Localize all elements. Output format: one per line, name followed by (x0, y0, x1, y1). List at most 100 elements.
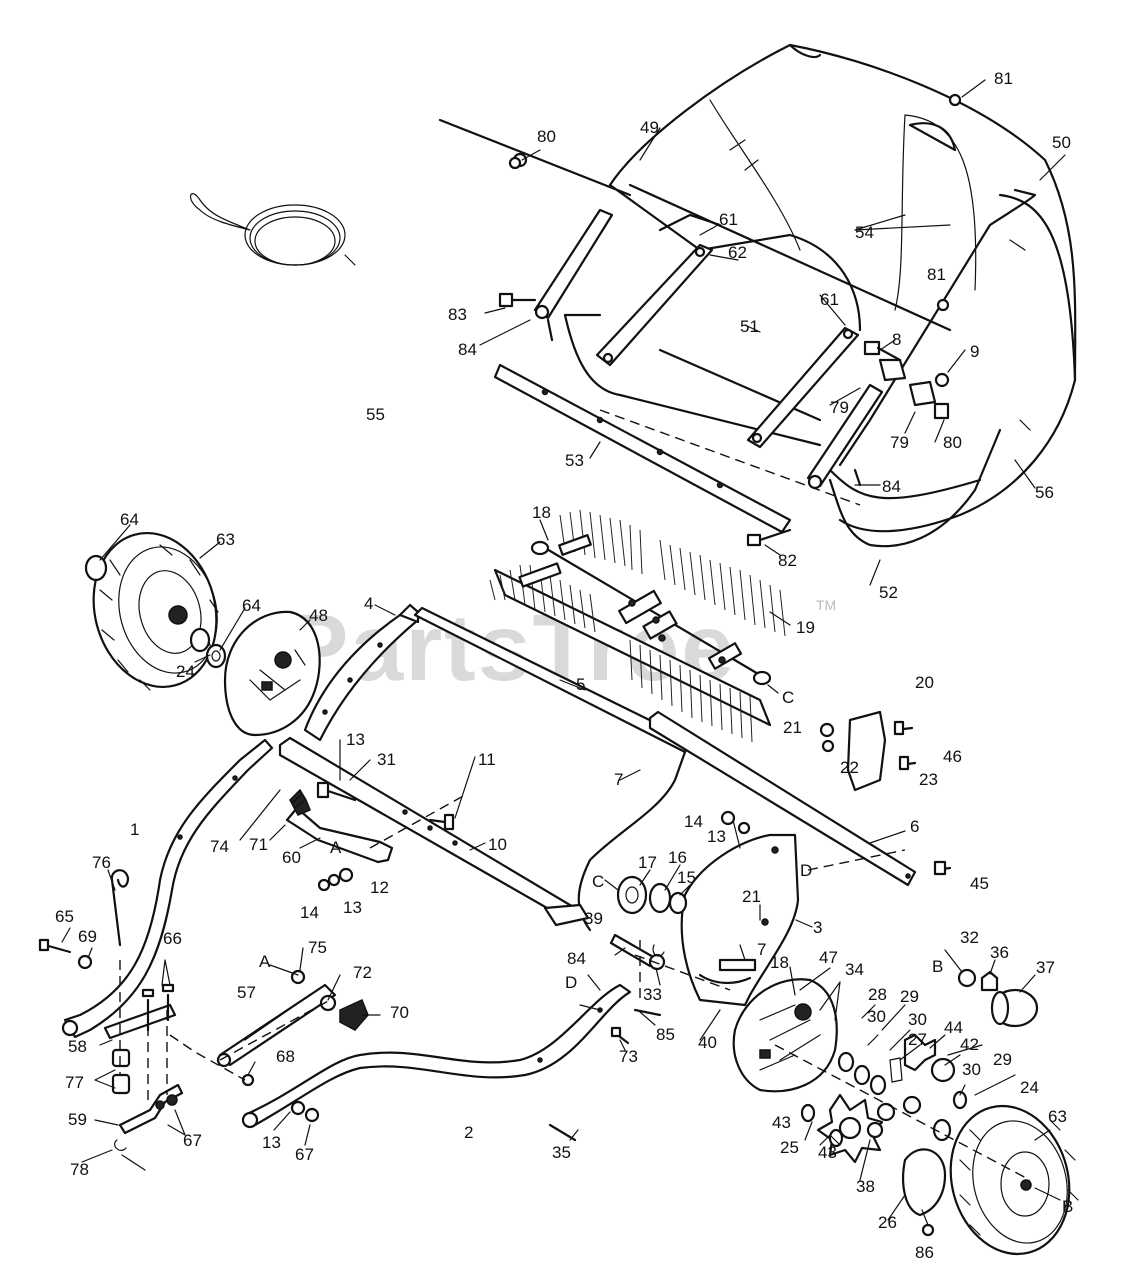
callout-70: 70 (390, 1003, 409, 1022)
callout-44: 44 (944, 1018, 963, 1037)
callout-13: 13 (343, 898, 362, 917)
callout-2: 2 (464, 1123, 473, 1142)
callout-82: 82 (778, 551, 797, 570)
callout-31: 31 (377, 750, 396, 769)
callout-24: 24 (176, 662, 195, 681)
hopper-frame-52 (808, 188, 1037, 548)
callout-49: 49 (640, 118, 659, 137)
callout-29: 29 (900, 987, 919, 1006)
callout-62: 62 (728, 243, 747, 262)
callout-17: 17 (638, 853, 657, 872)
callout-13: 13 (262, 1133, 281, 1152)
callout-67: 67 (183, 1131, 202, 1150)
callout-B: B (932, 957, 943, 976)
callout-37: 37 (1036, 958, 1055, 977)
callout-84: 84 (882, 477, 901, 496)
callout-5: 5 (576, 675, 585, 694)
callout-79: 79 (830, 398, 849, 417)
callout-30: 30 (867, 1007, 886, 1026)
callout-80: 80 (537, 127, 556, 146)
callout-28: 28 (868, 985, 887, 1004)
hopper-bracket-61 (595, 243, 860, 449)
callout-63: 63 (216, 530, 235, 549)
callout-71: 71 (249, 835, 268, 854)
callout-6: 6 (910, 817, 919, 836)
brush-assembly-19 (489, 509, 786, 743)
callout-9: 9 (970, 342, 979, 361)
callout-10: 10 (488, 835, 507, 854)
callout-48: 48 (309, 606, 328, 625)
callout-69: 69 (78, 927, 97, 946)
callout-22: 22 (840, 758, 859, 777)
callout-67: 67 (295, 1145, 314, 1164)
callout-30: 30 (962, 1060, 981, 1079)
callout-73: 73 (619, 1047, 638, 1066)
callout-43: 43 (818, 1143, 837, 1162)
callout-18: 18 (532, 503, 551, 522)
callout-12: 12 (370, 878, 389, 897)
callout-26: 26 (878, 1213, 897, 1232)
callout-21: 21 (742, 887, 761, 906)
frame-rod-6 (648, 710, 917, 887)
callout-14: 14 (300, 903, 319, 922)
gear-housing-48 (223, 610, 321, 737)
bushing-64-left (84, 554, 227, 669)
callout-D: D (800, 861, 812, 880)
callout-8: 8 (892, 330, 901, 349)
callout-55: 55 (366, 405, 385, 424)
callout-77: 77 (65, 1073, 84, 1092)
callout-83: 83 (448, 305, 467, 324)
callout-38: 38 (856, 1177, 875, 1196)
callout-85: 85 (656, 1025, 675, 1044)
hardware-misc (38, 710, 952, 1142)
hopper-tray (563, 233, 862, 447)
gear-housing-47 (732, 978, 838, 1093)
callout-61: 61 (820, 290, 839, 309)
callout-81: 81 (927, 265, 946, 284)
callout-45: 45 (970, 874, 989, 893)
callout-84: 84 (458, 340, 477, 359)
alignment-lines (119, 409, 1031, 1181)
hopper-rod-51 (438, 118, 952, 332)
callout-4: 4 (364, 594, 373, 613)
callout-33: 33 (643, 985, 662, 1004)
bag-tie-55 (190, 193, 356, 266)
callout-16: 16 (668, 848, 687, 867)
callout-64: 64 (242, 596, 261, 615)
callout-53: 53 (565, 451, 584, 470)
callout-74: 74 (210, 837, 229, 856)
callout-60: 60 (282, 848, 301, 867)
frame-rod-10 (278, 736, 590, 927)
callout-40: 40 (698, 1033, 717, 1052)
callout-81: 81 (994, 69, 1013, 88)
hitch-76-78 (110, 869, 130, 1151)
callout-80: 80 (943, 433, 962, 452)
callout-79: 79 (890, 433, 909, 452)
callout-23: 23 (919, 770, 938, 789)
callout-C: C (592, 872, 604, 891)
callout-labels: 81 49 80 50 54 61 62 81 61 51 8 9 83 84 … (55, 69, 1073, 1262)
callout-65: 65 (55, 907, 74, 926)
callout-35: 35 (552, 1143, 571, 1162)
callout-21: 21 (783, 718, 802, 737)
hopper-hardware (498, 93, 962, 547)
callout-54: 54 (855, 223, 874, 242)
callout-18: 18 (770, 953, 789, 972)
callout-58: 58 (68, 1037, 87, 1056)
callout-B: B (1062, 1197, 1073, 1216)
callout-3: 3 (813, 918, 822, 937)
handle-rod-1 (61, 738, 274, 1039)
callout-13: 13 (346, 730, 365, 749)
callout-13: 13 (707, 827, 726, 846)
callout-63: 63 (1048, 1107, 1067, 1126)
callout-24: 24 (1020, 1078, 1039, 1097)
callout-19: 19 (796, 618, 815, 637)
callout-14: 14 (684, 812, 703, 831)
callout-72: 72 (353, 963, 372, 982)
callout-32: 32 (960, 928, 979, 947)
callout-59: 59 (68, 1110, 87, 1129)
callout-61: 61 (719, 210, 738, 229)
callout-75: 75 (308, 938, 327, 957)
callout-34: 34 (845, 960, 864, 979)
callout-78: 78 (70, 1160, 89, 1179)
